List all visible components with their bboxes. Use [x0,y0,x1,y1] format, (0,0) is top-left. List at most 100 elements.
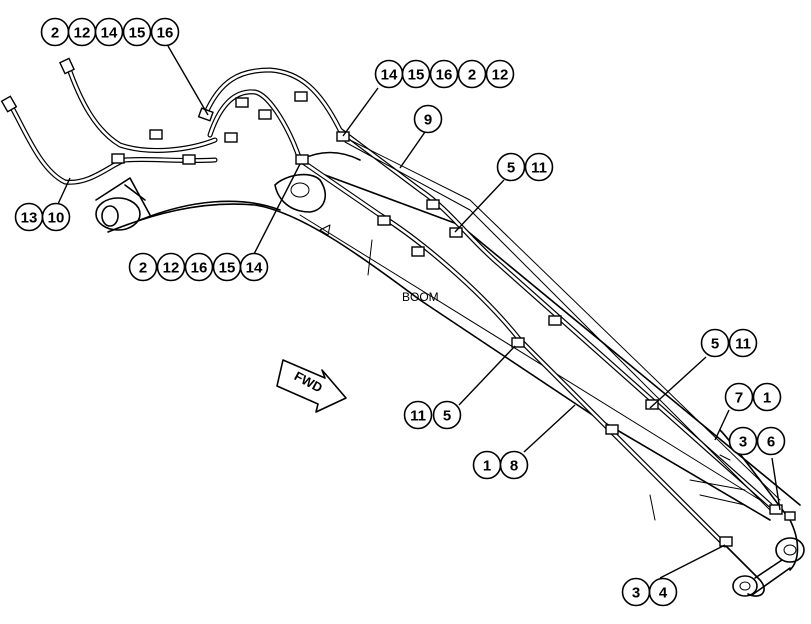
hose-clamps [111,91,796,547]
callout-number: 9 [424,112,432,129]
callout-number: 12 [74,25,91,42]
clamp [182,154,196,165]
clamp [295,154,309,165]
callout-group-c: 9 [413,104,443,134]
callout-circle [429,59,459,89]
callout-number: 1 [763,390,771,407]
callout-circle [122,17,152,47]
callout-number: 15 [408,67,425,84]
callout-number: 7 [735,390,743,407]
callout-circle [457,59,487,89]
callout-number: 14 [246,260,263,277]
clamp [426,199,440,210]
callout-circle [728,426,758,456]
callout-number: 16 [436,67,453,84]
callout-circle [499,450,529,480]
clamp [769,504,783,515]
clamp [548,315,562,326]
callout-circle [724,382,754,412]
callout-number: 3 [632,585,640,602]
callout-circle [728,328,758,358]
clamp [224,132,238,143]
callout-number: 2 [51,25,59,42]
callout-number: 13 [21,210,38,227]
fitting [0,95,18,113]
callout-circle [496,152,526,182]
callout-number: 11 [531,160,547,177]
callout-number: 16 [157,25,174,42]
callout-group-a: 2 12 14 15 16 [40,17,180,47]
foot-pin-boss [95,197,141,231]
callout-circle [485,59,515,89]
boom-structure [95,151,805,597]
clamp [411,246,425,257]
callout-circle [524,152,554,182]
callout-number: 11 [735,336,751,353]
clamp [111,153,125,164]
callout-number: 4 [659,585,668,602]
callout-circle [648,577,678,607]
callout-number: 15 [129,25,146,42]
fitting [59,57,75,75]
callout-circle [150,17,180,47]
clamp [235,97,249,108]
callout-circle [403,400,433,430]
callout-number: 14 [101,25,118,42]
callout-number: 8 [510,458,518,475]
callout-number: 3 [739,434,747,451]
clamp [149,129,163,140]
callout-circle [239,252,269,282]
callout-number: 1 [483,458,491,475]
callout-circle [41,202,71,232]
hose-lines [7,63,781,548]
fwd-arrow: FWD [276,359,347,413]
callout-number: 6 [767,434,775,451]
tip-pin-boss [775,537,805,563]
callout-circle [752,382,782,412]
callout-circle [413,104,443,134]
callout-circle [128,252,158,282]
cylinder-boss [274,173,326,213]
callout-group-d: 5 11 [496,152,554,182]
callout-circle [156,252,186,282]
leader-lines [57,45,781,579]
clamp [258,109,272,120]
clamp [605,424,619,435]
callout-number: 5 [507,160,515,177]
clamp [719,536,733,547]
callout-number: 15 [219,260,236,277]
callout-number: 12 [492,67,509,84]
clamp [511,337,525,348]
callout-number: 2 [139,260,147,277]
clamp [377,215,391,226]
callout-group-e: 13 10 [14,202,71,232]
callout-circle [432,400,462,430]
callout-number: 5 [711,336,719,353]
callout-group-i: 11 5 [403,400,462,430]
callout-circle [700,328,730,358]
callout-group-g: 5 11 [700,328,758,358]
fwd-label: FWD [292,368,325,395]
clamp [294,91,308,102]
callout-number: 11 [410,408,426,425]
clamp [449,227,463,238]
callout-number: 5 [443,408,451,425]
callout-number: 10 [48,210,65,227]
clamp [336,131,350,142]
clamp [197,107,214,122]
callout-circle [756,426,786,456]
callout-circle [184,252,214,282]
callout-circle [94,17,124,47]
hose-fittings [0,57,75,113]
boom-label: BOOM [402,290,439,304]
clamp [784,511,796,521]
callout-number: 2 [468,67,476,84]
callout-number: 16 [191,260,208,277]
